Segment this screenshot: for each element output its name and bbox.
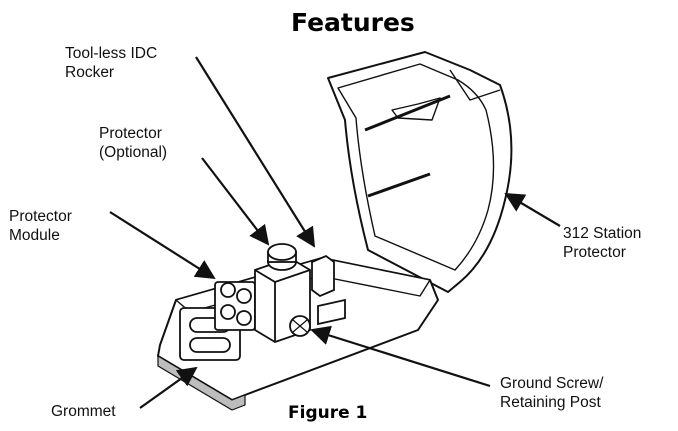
leader-station-protector [504, 192, 561, 227]
ground-screw-shape [289, 298, 346, 337]
leader-lines [109, 56, 561, 409]
leader-ground-screw [310, 325, 491, 388]
label-protector-module: Protector Module [9, 207, 72, 245]
leader-protector-optional [201, 157, 270, 246]
label-station-protector-line-1: 312 Station [563, 225, 642, 242]
label-station-protector-line-2: Protector [563, 244, 626, 261]
leader-protector-module [109, 211, 216, 280]
label-protector-module-line-1: Protector [9, 208, 72, 225]
label-protector-optional: Protector (Optional) [99, 124, 167, 162]
label-station-protector: 312 Station Protector [563, 224, 641, 262]
figure-title: Features [291, 8, 415, 37]
label-protector-optional-line-1: Protector [99, 125, 162, 142]
leader-rocker [195, 56, 316, 248]
protector-module-shape [214, 281, 256, 331]
label-protector-module-line-2: Module [9, 227, 60, 244]
lid-shape [327, 51, 513, 293]
label-grommet-line-1: Grommet [51, 403, 116, 420]
label-ground-screw: Ground Screw/ Retaining Post [500, 374, 603, 412]
figure-caption: Figure 1 [288, 403, 368, 423]
label-ground-screw-line-1: Ground Screw/ [500, 375, 604, 392]
label-grommet: Grommet [51, 402, 116, 421]
label-protector-optional-line-2: (Optional) [99, 144, 168, 161]
label-ground-screw-line-2: Retaining Post [500, 394, 601, 411]
leader-grommet [139, 366, 198, 409]
idc-rocker-shape [311, 254, 335, 298]
label-rocker-line-2: Rocker [65, 64, 115, 81]
label-rocker-line-1: Tool-less IDC [65, 45, 158, 62]
label-rocker: Tool-less IDC Rocker [65, 44, 157, 82]
